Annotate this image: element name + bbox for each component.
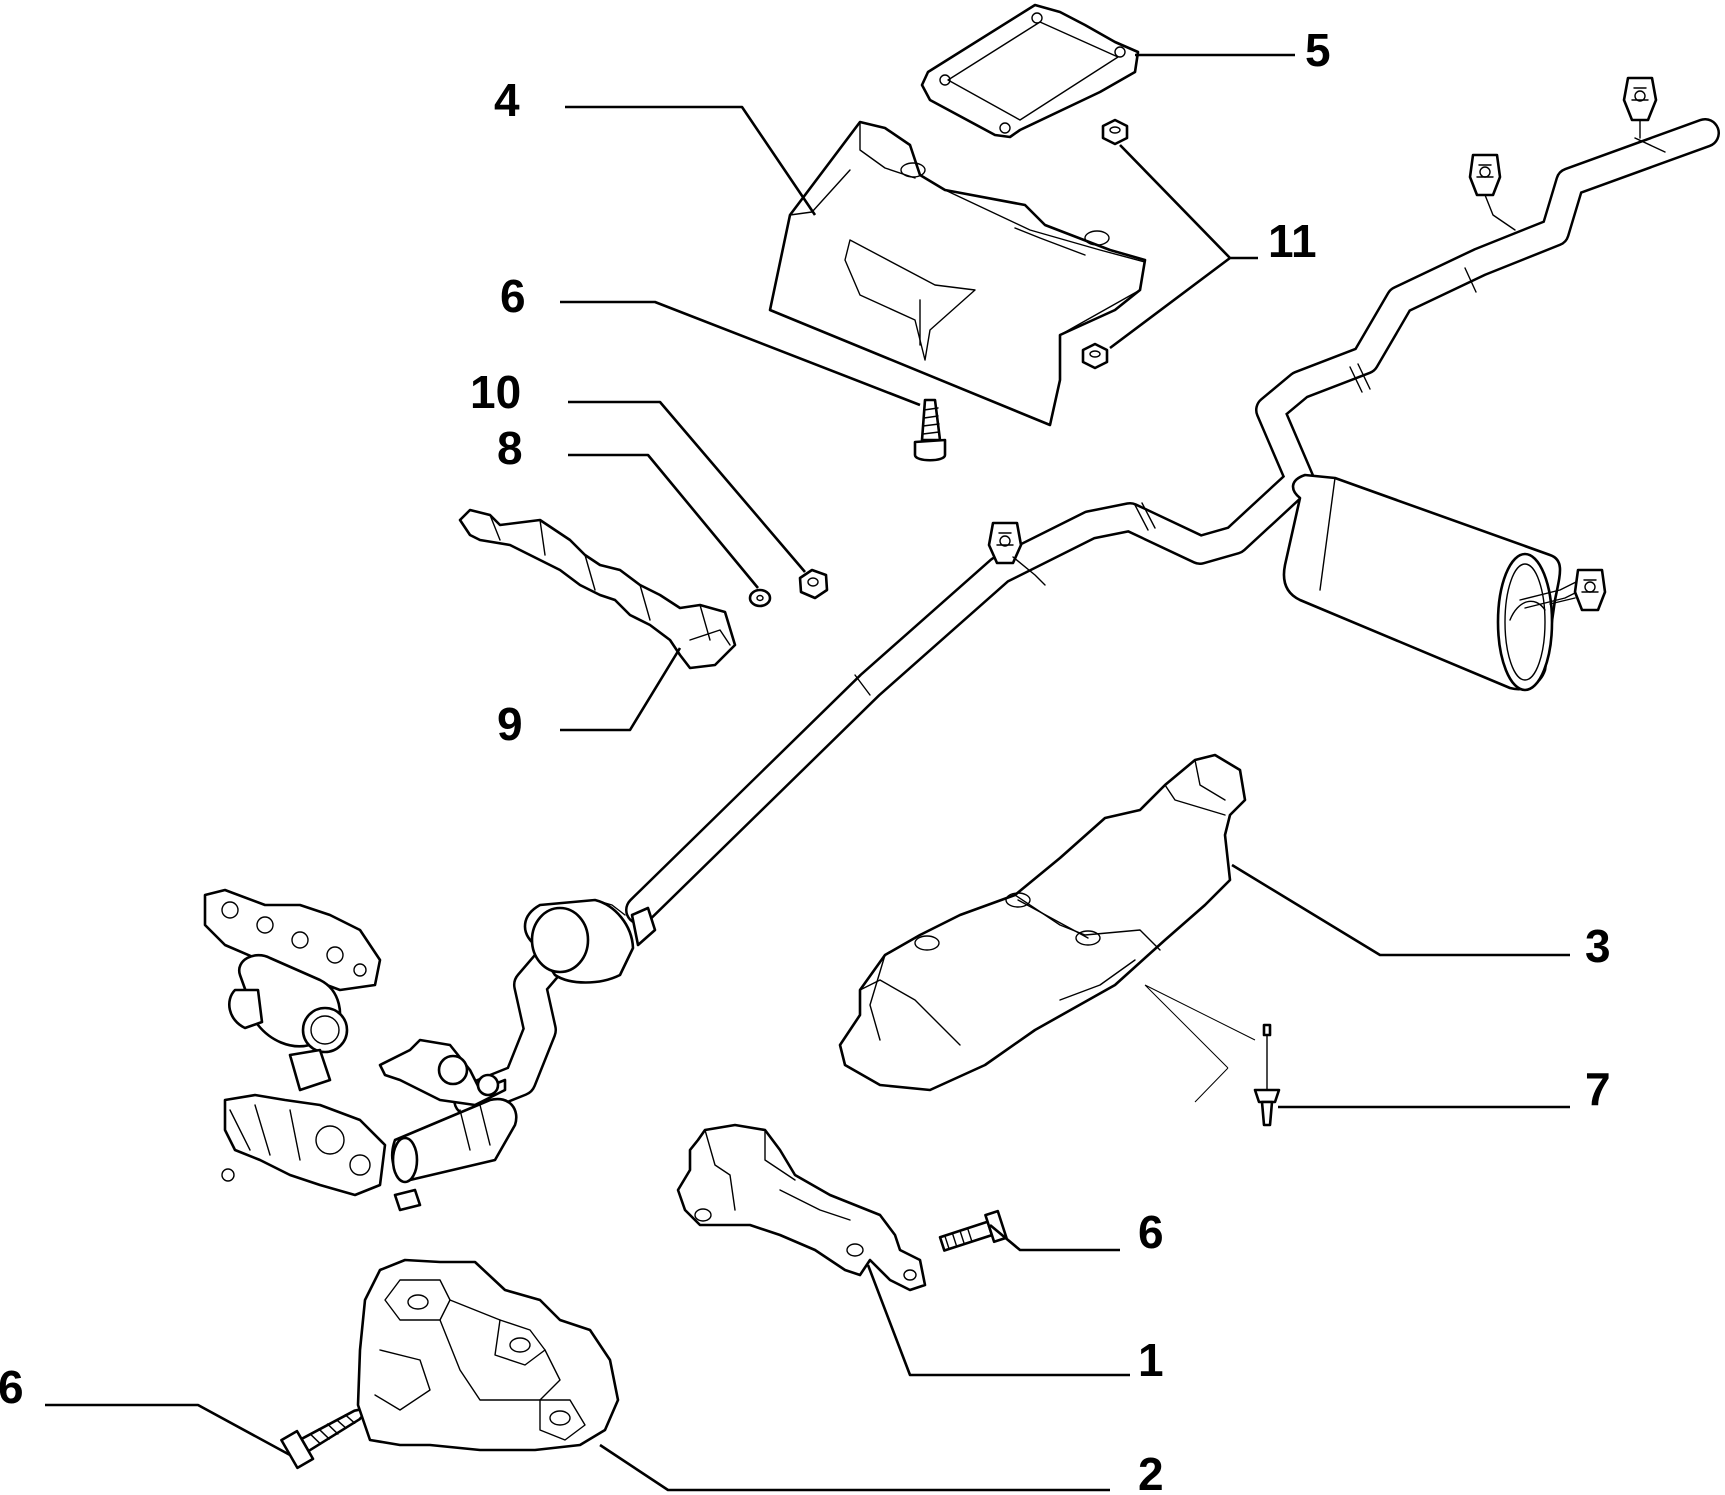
callout-5: 5 xyxy=(1305,24,1331,76)
heat-shield-1 xyxy=(676,1123,927,1292)
callout-6-middle: 6 xyxy=(1138,1206,1164,1258)
heat-shield-4 xyxy=(768,120,1147,427)
heat-shield-2 xyxy=(356,1258,620,1452)
catalytic-converter xyxy=(523,898,657,984)
washer-8 xyxy=(748,588,772,608)
callout-6-bottom: 6 xyxy=(0,1361,24,1413)
callout-6-top: 6 xyxy=(500,270,526,322)
heat-shield-3 xyxy=(838,753,1247,1092)
gasket-plate-5 xyxy=(920,3,1140,139)
callout-11: 11 xyxy=(1268,215,1317,267)
rear-silencer xyxy=(1282,473,1586,692)
callout-10: 10 xyxy=(470,366,521,418)
callout-9: 9 xyxy=(497,698,523,750)
pipe-hangers xyxy=(987,76,1666,612)
callout-4: 4 xyxy=(494,74,520,126)
callout-8: 8 xyxy=(497,422,523,474)
bracket-9 xyxy=(458,508,737,670)
nut-11 xyxy=(1081,118,1129,370)
exhaust-pipe xyxy=(453,118,1720,1117)
leader-lines xyxy=(45,53,1570,1492)
turbo-manifold-assembly xyxy=(203,888,518,1212)
callout-1: 1 xyxy=(1138,1334,1164,1386)
callout-3: 3 xyxy=(1585,920,1611,972)
callout-2: 2 xyxy=(1138,1448,1164,1495)
nut-10 xyxy=(798,568,829,600)
callout-7: 7 xyxy=(1585,1063,1611,1115)
rivet-7 xyxy=(1253,1023,1281,1127)
